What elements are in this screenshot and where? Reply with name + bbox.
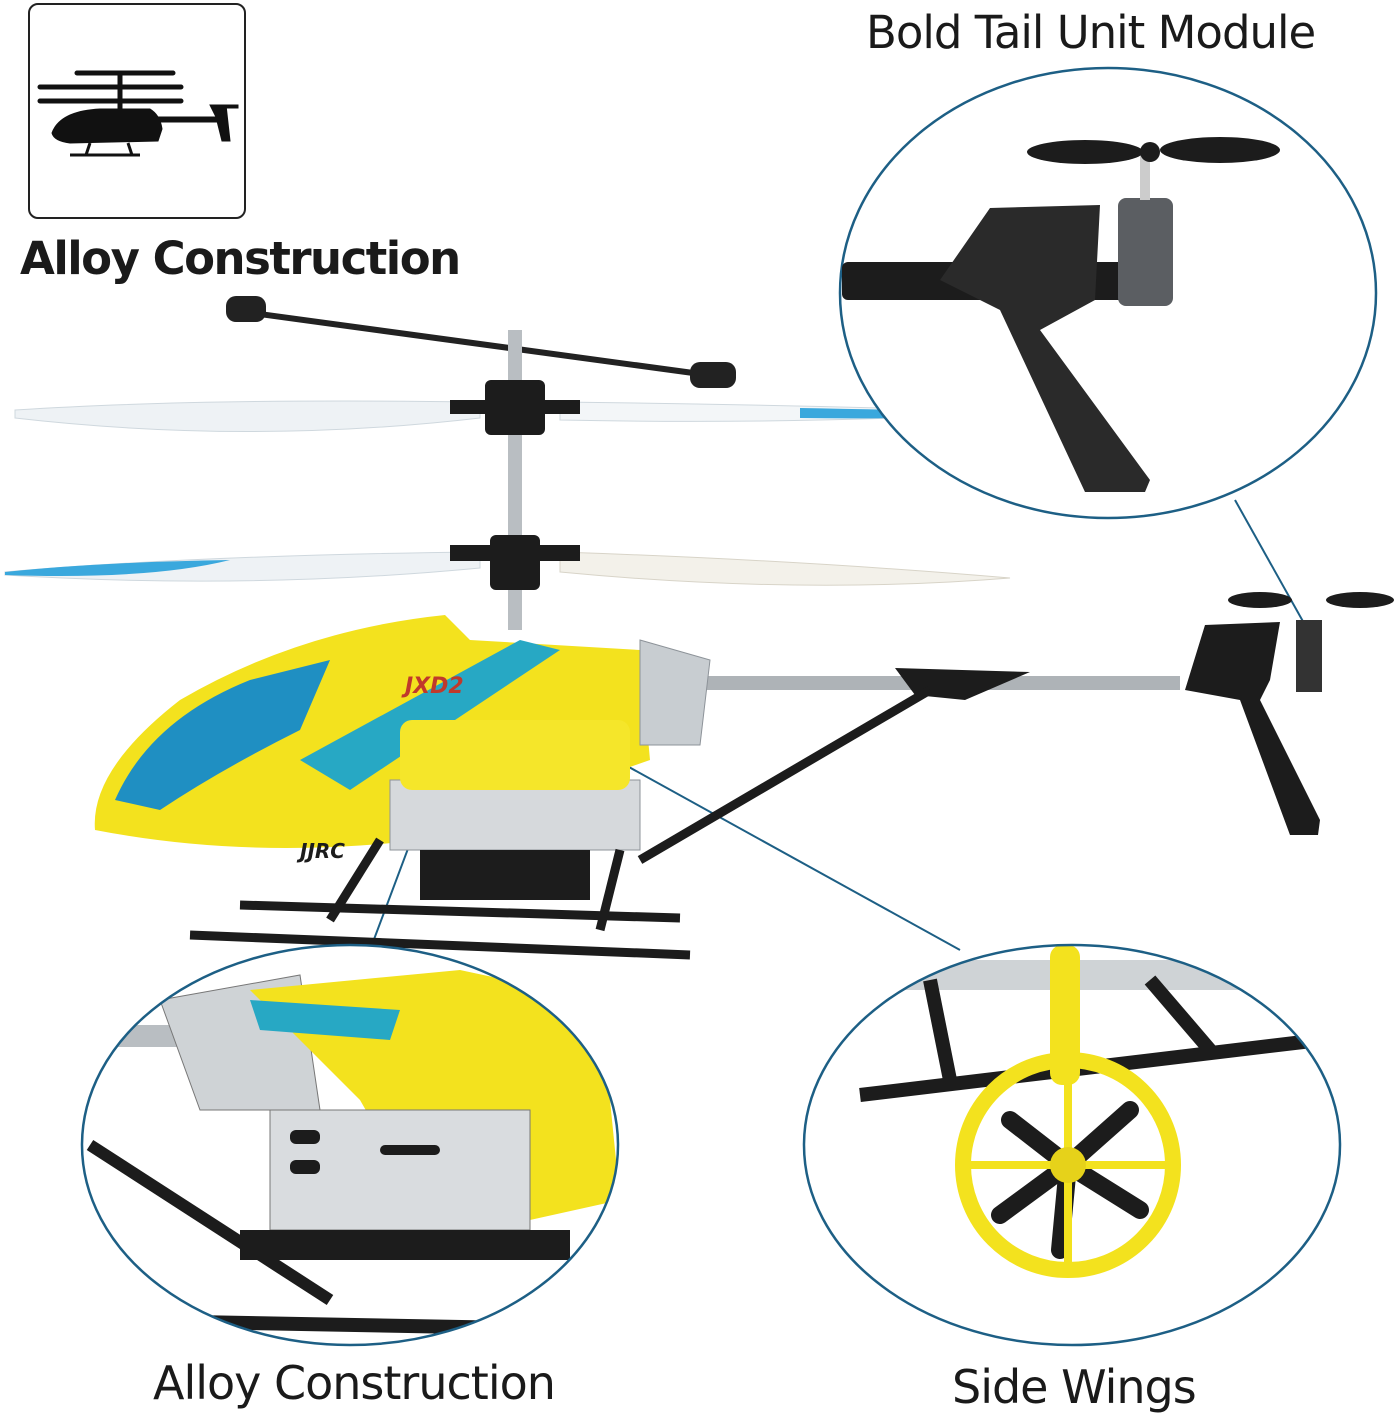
helicopter-icon-box <box>28 3 246 219</box>
brand-marking: JJRC <box>296 839 345 863</box>
alloy-construction-label: Alloy Construction <box>153 1356 556 1410</box>
model-marking: JXD2 <box>401 674 464 699</box>
alloy-construction-callout <box>80 943 620 1347</box>
side-wings-label: Side Wings <box>952 1360 1197 1414</box>
helicopter-icon <box>37 70 239 157</box>
side-wings-callout <box>802 943 1342 1347</box>
tail-unit-label: Bold Tail Unit Module <box>866 6 1316 59</box>
helicopter-photo: JXD2 JJRC <box>4 296 1394 960</box>
tail-unit-callout <box>838 66 1378 520</box>
alloy-construction-heading: Alloy Construction <box>20 232 461 285</box>
